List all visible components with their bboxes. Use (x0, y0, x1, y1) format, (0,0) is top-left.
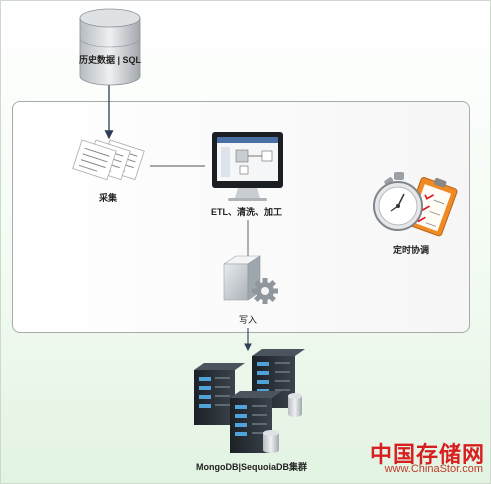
watermark-brand: 中国存储网 (369, 443, 485, 468)
stopwatch-clipboard-icon (373, 172, 458, 237)
documents-icon (72, 139, 145, 181)
collect-label: 采集 (99, 193, 118, 203)
monitor-icon (212, 132, 283, 201)
cube-gear-icon (223, 255, 278, 304)
watermark-url: www.ChinaStor.com (384, 463, 483, 475)
cluster-label: MongoDB|SequoiaDB集群 (196, 462, 308, 472)
source-db-label: 历史数据 | SQL (79, 55, 142, 65)
scheduler-label: 定时协调 (393, 245, 430, 255)
server-cluster-icon (194, 349, 305, 453)
etl-label: ETL、清洗、加工 (211, 207, 282, 217)
database-icon (79, 8, 141, 86)
write-label: 写入 (239, 315, 258, 325)
